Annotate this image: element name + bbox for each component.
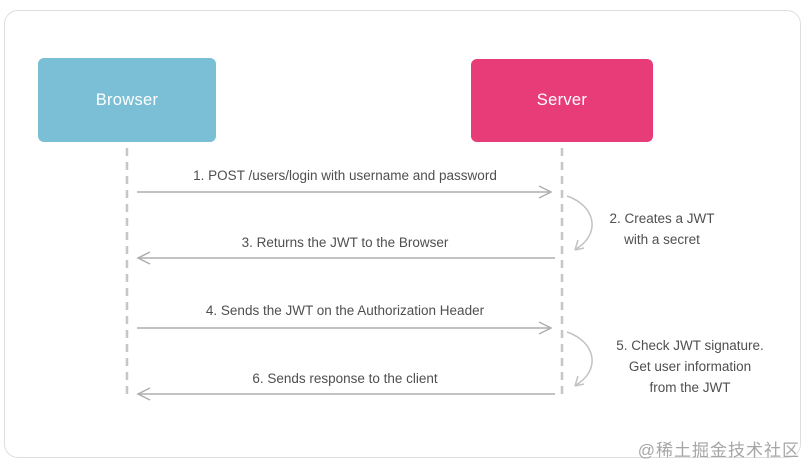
- self-note-5-line-3: from the JWT: [649, 379, 731, 395]
- self-note-5-line-2: Get user information: [628, 358, 752, 374]
- actor-box-server: Server: [471, 59, 653, 142]
- self-note-2-line-1: 2. Creates a JWT: [609, 211, 715, 226]
- message-arrow-4: [137, 321, 553, 335]
- message-label-6: 6. Sends response to the client: [252, 371, 438, 386]
- message-arrow-1: [137, 185, 553, 199]
- self-note-5-line-1: 5. Check JWT signature.: [616, 338, 764, 353]
- message-label-3: 3. Returns the JWT to the Browser: [241, 235, 449, 250]
- self-note-2: 2. Creates a JWT with a secret: [609, 209, 714, 251]
- actor-label-server: Server: [536, 91, 588, 109]
- self-loop-arrow-2: [566, 195, 593, 251]
- self-loop-arrow-5: [566, 331, 593, 387]
- actor-box-browser: Browser: [38, 58, 216, 142]
- message-arrow-6: [136, 387, 555, 401]
- self-note-2-line-2: with a secret: [624, 231, 700, 247]
- message-label-1: 1. POST /users/login with username and p…: [193, 168, 497, 183]
- watermark-text: @稀土掘金技术社区: [637, 441, 800, 460]
- message-arrow-3: [136, 251, 555, 265]
- message-label-4: 4. Sends the JWT on the Authorization He…: [205, 303, 485, 318]
- actor-label-browser: Browser: [95, 90, 159, 109]
- self-note-5: 5. Check JWT signature. Get user informa…: [616, 336, 764, 399]
